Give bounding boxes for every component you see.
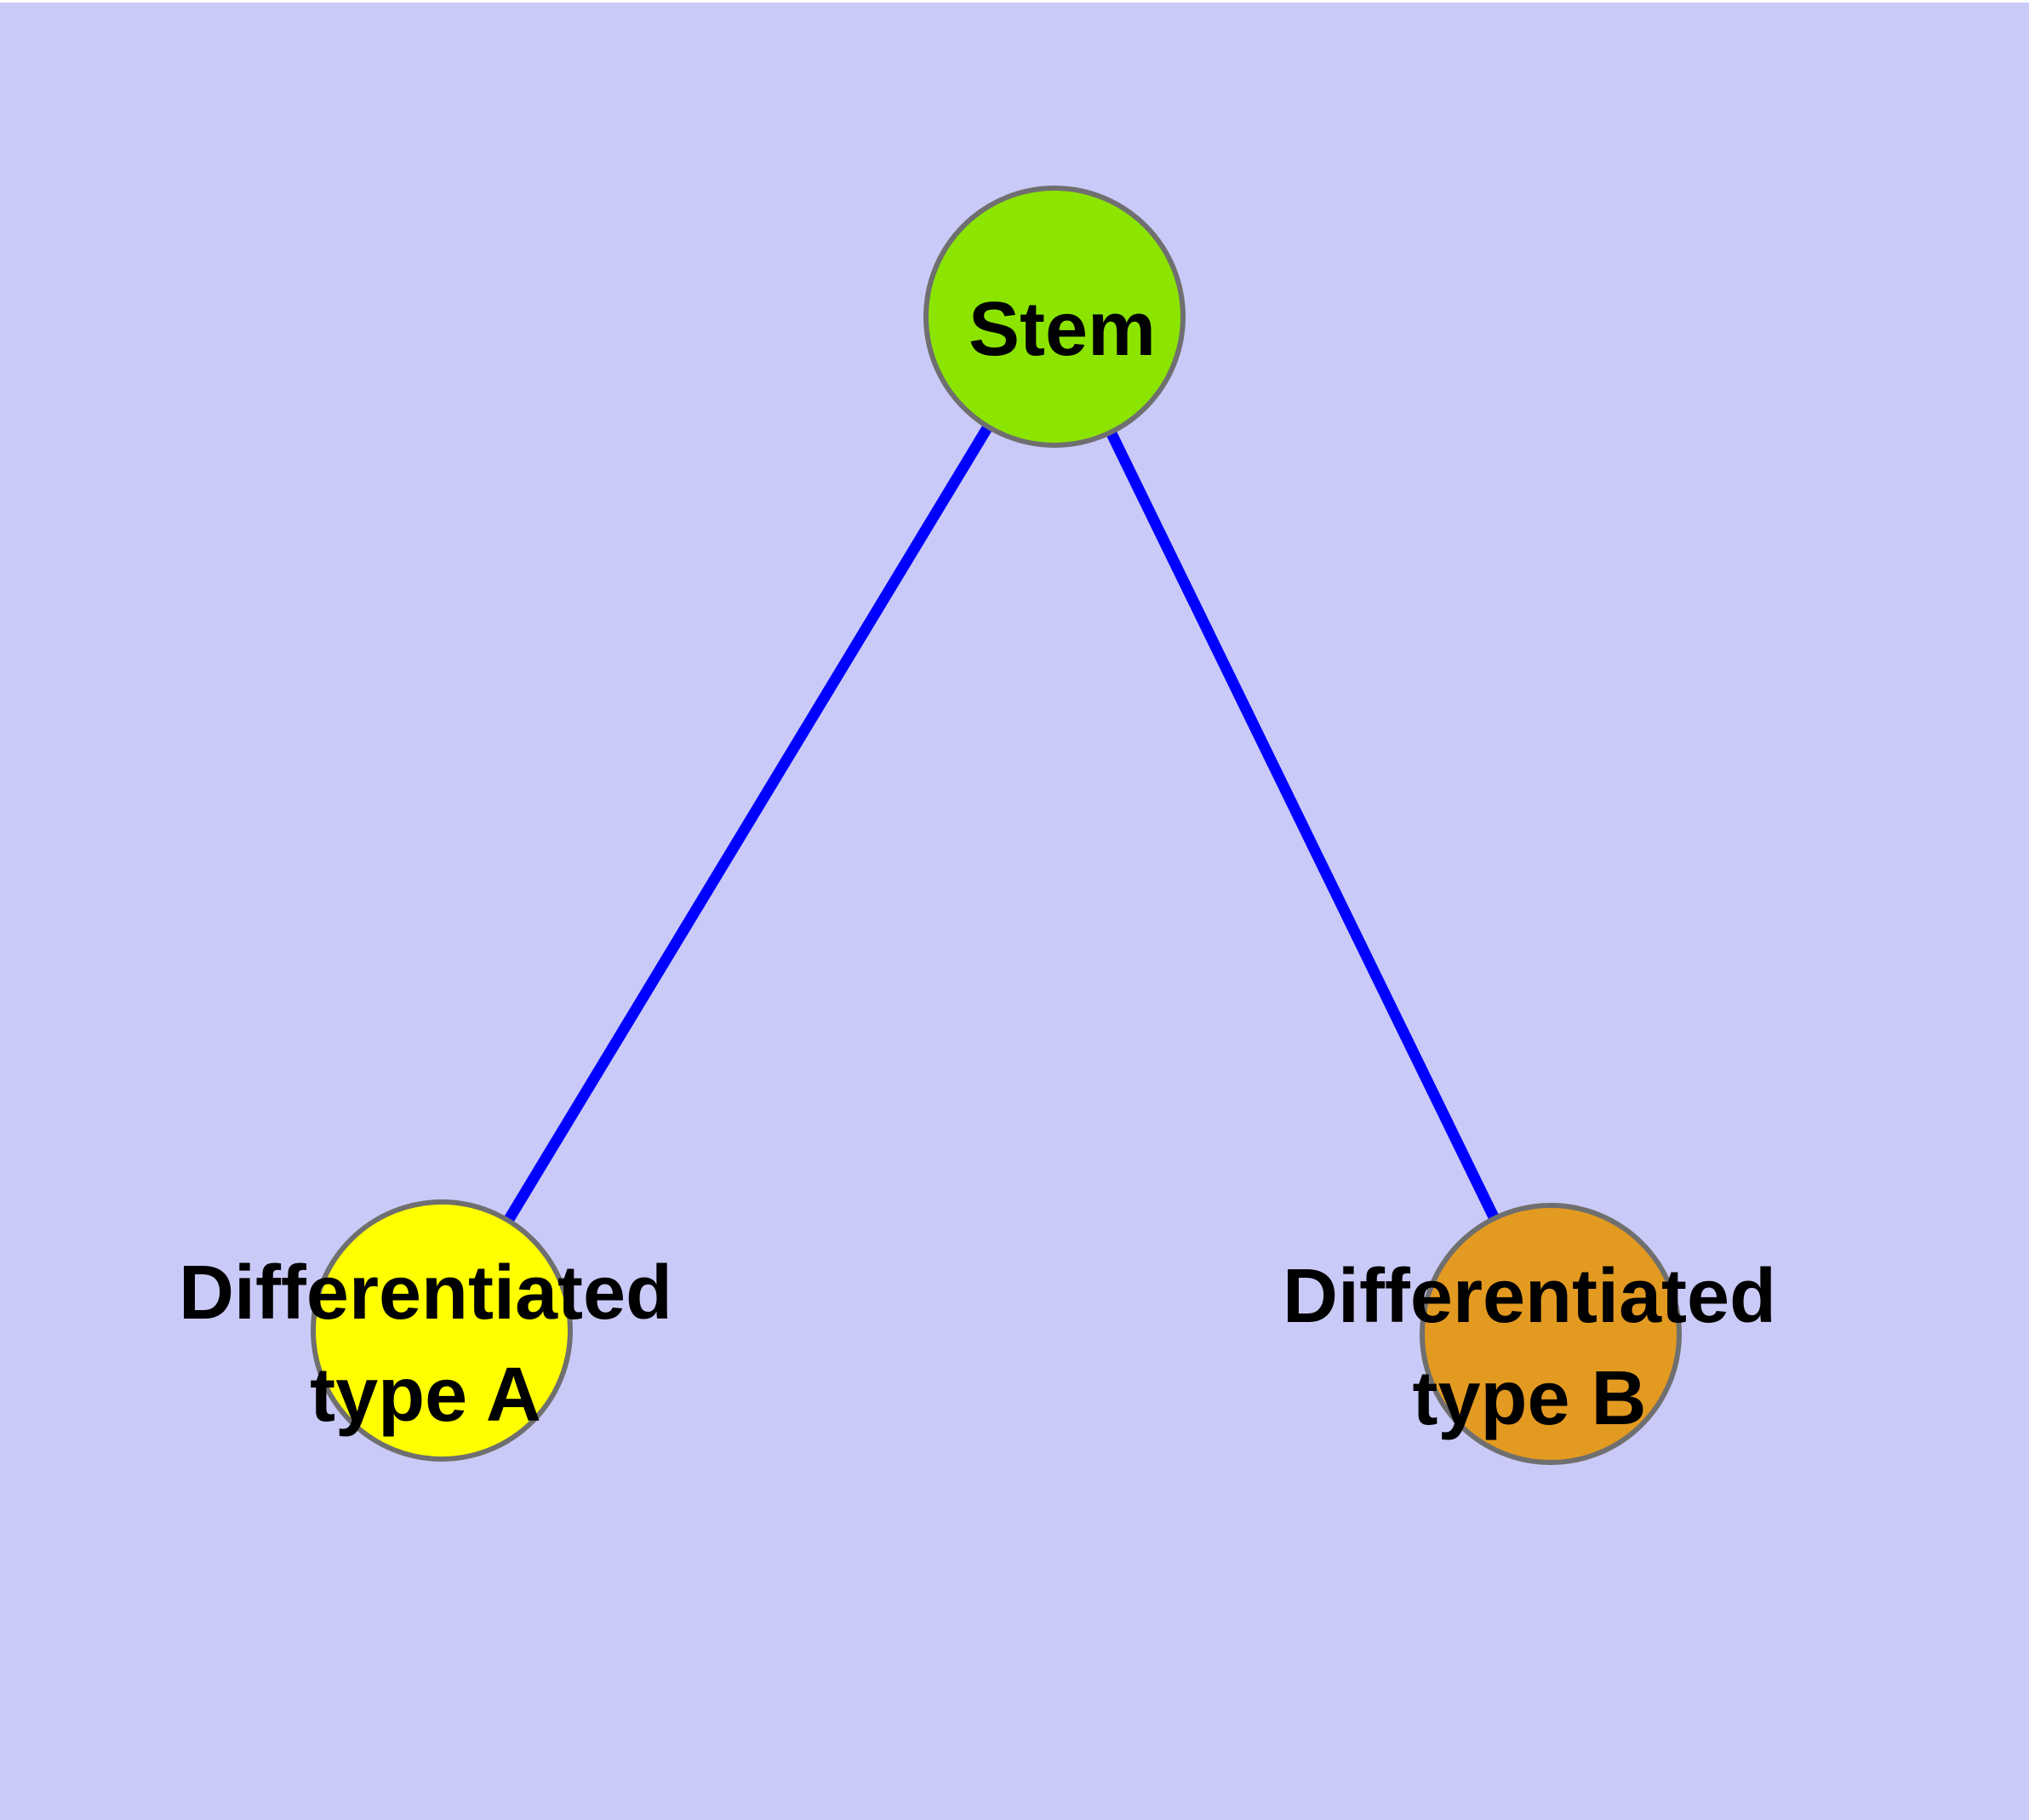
node-stem-circle[interactable] xyxy=(923,186,1186,448)
node-differentiated-type-b-circle[interactable] xyxy=(1420,1203,1682,1465)
node-differentiated-type-a-label-line-2: type A xyxy=(310,1353,541,1438)
node-differentiated-type-a-label-line-1: Differentiated xyxy=(179,1251,672,1336)
node-stem[interactable]: Stem xyxy=(923,186,1186,448)
edges-layer xyxy=(437,313,1556,1336)
node-differentiated-type-b[interactable]: Differentiated type B xyxy=(1283,1203,1776,1465)
node-differentiated-type-b-label-line-2: type B xyxy=(1412,1356,1646,1441)
edge-stem-to-type-a xyxy=(437,313,1060,1334)
edge-stem-to-type-b xyxy=(1049,314,1556,1336)
node-differentiated-type-a-circle[interactable] xyxy=(311,1199,573,1462)
node-stem-label-line-1: Stem xyxy=(969,287,1156,372)
node-differentiated-type-b-label-line-1: Differentiated xyxy=(1283,1254,1776,1339)
node-differentiated-type-a[interactable]: Differentiated type A xyxy=(179,1199,672,1462)
top-edge-strip xyxy=(0,0,2029,3)
